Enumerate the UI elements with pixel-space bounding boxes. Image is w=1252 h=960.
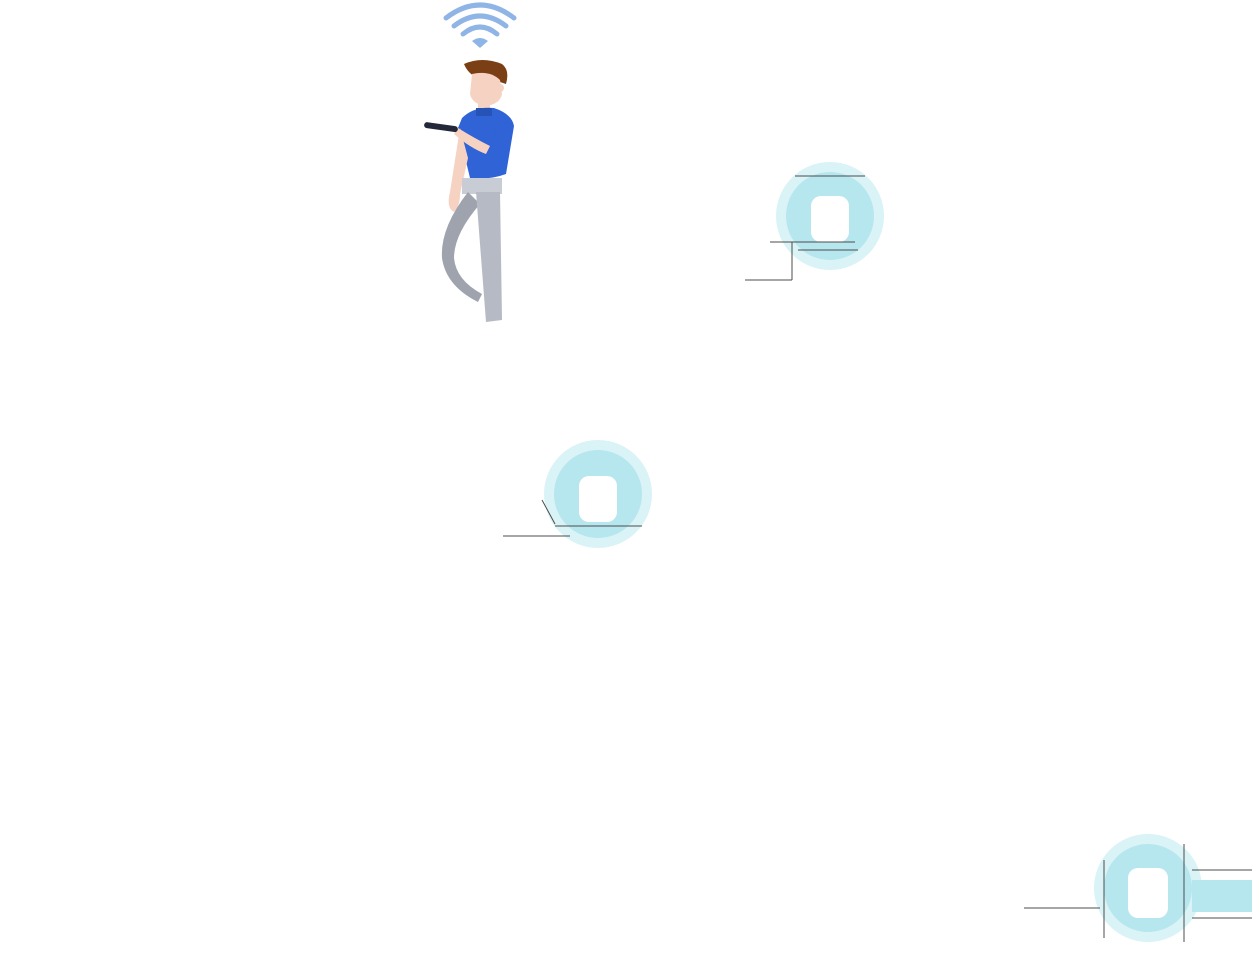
person-arm-right <box>472 122 511 162</box>
wifi-signal-icon <box>443 2 517 48</box>
node-device-icon <box>1128 868 1168 918</box>
person-leg-front <box>476 192 502 322</box>
person-head <box>470 72 502 106</box>
wifi-arc-inner <box>460 24 500 37</box>
node-device-icon <box>579 476 617 522</box>
node-line <box>541 499 556 525</box>
person-forearm-right <box>454 128 490 154</box>
person-waist <box>462 178 502 194</box>
person-neck <box>478 102 490 112</box>
mesh-node-top <box>745 162 884 281</box>
phone-icon <box>424 122 458 133</box>
mesh-node-middle <box>503 440 652 548</box>
wifi-arc-outer <box>443 2 517 21</box>
wifi-dot <box>472 38 488 48</box>
person-arm-left <box>448 128 468 212</box>
person-ear <box>496 84 504 92</box>
person-with-phone-illustration <box>424 60 514 322</box>
person-shirt-collar <box>476 108 492 116</box>
person-leg-back <box>441 192 482 302</box>
mesh-node-bottom-right <box>1024 834 1252 942</box>
wifi-arc-middle <box>451 13 509 29</box>
node-side-panel <box>1192 880 1252 912</box>
node-device-icon <box>811 196 849 242</box>
